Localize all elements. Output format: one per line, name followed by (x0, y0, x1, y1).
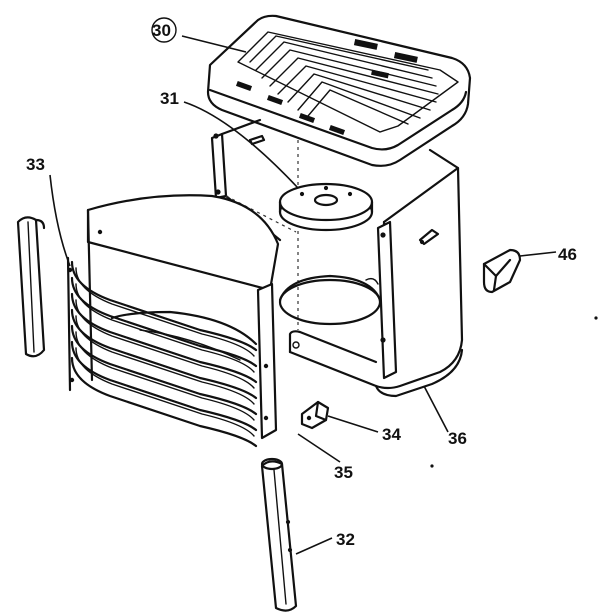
callout-46: 46 (558, 245, 577, 264)
part-32-bottom-post (260, 457, 298, 612)
part-31-cap-disk (278, 182, 374, 232)
callout-label-34: 34 (382, 425, 401, 444)
left-vertical-post (16, 216, 46, 358)
part-34-clip (300, 400, 330, 430)
callout-32: 32 (336, 530, 355, 549)
callout-label-31: 31 (160, 89, 179, 108)
callout-label-36: 36 (448, 429, 467, 448)
callout-35: 35 (334, 463, 353, 482)
callout-label-35: 35 (334, 463, 353, 482)
callout-31: 31 (160, 89, 179, 108)
callout-label-33: 33 (26, 155, 45, 174)
part-36-cabinet (210, 118, 464, 398)
part-30-top-grille (206, 14, 472, 167)
part-46-knob (482, 248, 522, 294)
callout-label-32: 32 (336, 530, 355, 549)
reservoir-ring (278, 274, 382, 326)
callout-33: 33 (26, 155, 45, 174)
callout-34: 34 (382, 425, 401, 444)
speck-marks (430, 316, 598, 468)
callout-label-46: 46 (558, 245, 577, 264)
callout-label-30: 30 (152, 21, 171, 40)
callout-30: 30 (151, 17, 177, 43)
part-33-front-shell (66, 194, 280, 448)
callout-36: 36 (448, 429, 467, 448)
leader-lines (49, 35, 557, 555)
